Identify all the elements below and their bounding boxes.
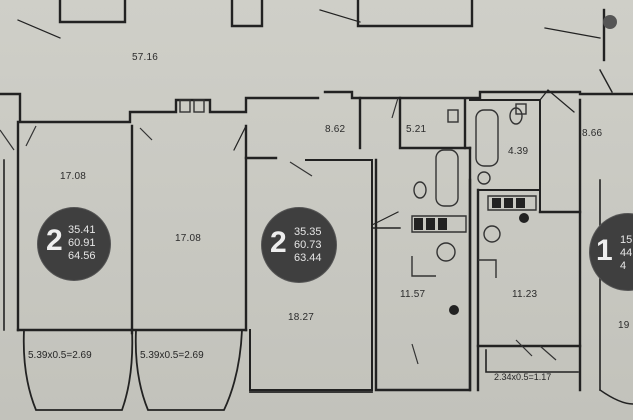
wall — [398, 96, 472, 150]
apartment-badge: 2 35.41 60.91 64.56 — [38, 208, 110, 280]
bathtub-icon — [435, 149, 459, 207]
apartment-area-with-balcony: 4 — [620, 260, 627, 272]
stove-icon — [492, 198, 501, 208]
room-area-label: 17.08 — [175, 233, 202, 244]
wall — [230, 0, 264, 28]
toilet-icon — [413, 181, 427, 199]
wall — [356, 0, 474, 28]
wall — [249, 159, 373, 391]
door-swing — [515, 339, 533, 357]
door-swing — [139, 127, 153, 141]
apartment-area-living: 15 — [620, 234, 633, 246]
wall — [0, 92, 320, 124]
room-area-label: 19 — [618, 320, 630, 331]
apartment-room-count: 2 — [46, 224, 63, 257]
apartment-badge: 2 35.35 60.73 63.44 — [262, 208, 336, 282]
apartment-area-total: 44 — [620, 247, 633, 259]
wall — [544, 27, 601, 39]
wall — [16, 328, 134, 335]
door-swing — [289, 161, 313, 177]
utility-box — [515, 103, 527, 115]
room-area-label: 11.23 — [512, 289, 538, 300]
wall — [319, 9, 361, 23]
apartment-area-total: 60.73 — [294, 239, 322, 251]
wall — [599, 389, 633, 405]
wall — [599, 69, 613, 93]
wall — [374, 158, 472, 392]
room-area-label: 4.39 — [508, 146, 529, 157]
door-swing — [0, 129, 15, 151]
door-swing — [539, 345, 557, 361]
kitchen-counter — [411, 256, 436, 277]
door-swing — [411, 343, 419, 365]
wall — [58, 0, 127, 24]
sink-icon — [436, 242, 456, 262]
apartment-area-living: 35.41 — [68, 224, 96, 236]
wall — [233, 125, 247, 151]
room-area-label: 17.08 — [60, 171, 87, 182]
kitchen-counter — [478, 259, 497, 278]
utility-box — [179, 99, 191, 113]
door-swing — [391, 97, 399, 119]
door-swing — [25, 125, 37, 147]
room-area-label: 8.66 — [582, 128, 603, 139]
kitchen-counter — [487, 195, 537, 211]
wall — [22, 329, 134, 411]
room-area-label: 8.62 — [325, 124, 346, 135]
wall — [134, 329, 243, 411]
apartment-area-with-balcony: 63.44 — [294, 252, 322, 264]
stove-icon — [504, 198, 513, 208]
kitchen-counter — [411, 215, 467, 233]
drain-icon — [449, 305, 459, 315]
apartment-area-total: 60.91 — [68, 237, 96, 249]
stove-icon — [426, 218, 435, 230]
drain-icon — [519, 213, 529, 223]
sink-icon — [483, 225, 501, 243]
stove-icon — [516, 198, 525, 208]
wall — [485, 349, 579, 373]
stove-icon — [438, 218, 447, 230]
apartment-area-with-balcony: 64.56 — [68, 250, 96, 262]
utility-box — [193, 99, 205, 113]
room-area-label: 57.16 — [132, 52, 159, 63]
balcony-area-label: 2.34x0.5=1.17 — [494, 372, 552, 382]
room-area-label: 5.21 — [406, 124, 427, 135]
utility-box — [447, 109, 459, 123]
stove-icon — [414, 218, 423, 230]
drain-icon — [603, 15, 617, 29]
wall — [469, 99, 541, 191]
balcony-area-label: 5.39x0.5=2.69 — [28, 350, 92, 361]
wall — [539, 89, 575, 113]
apartment-room-count: 1 — [596, 234, 613, 267]
apartment-area-living: 35.35 — [294, 226, 322, 238]
bathtub-icon — [475, 109, 499, 167]
balcony-area-label: 5.39x0.5=2.69 — [140, 350, 204, 361]
wall — [323, 90, 633, 100]
sink-icon — [477, 171, 491, 185]
room-area-label: 11.57 — [400, 289, 426, 300]
apartment-room-count: 2 — [270, 226, 287, 259]
wall — [17, 19, 61, 39]
room-area-label: 18.27 — [288, 312, 315, 323]
